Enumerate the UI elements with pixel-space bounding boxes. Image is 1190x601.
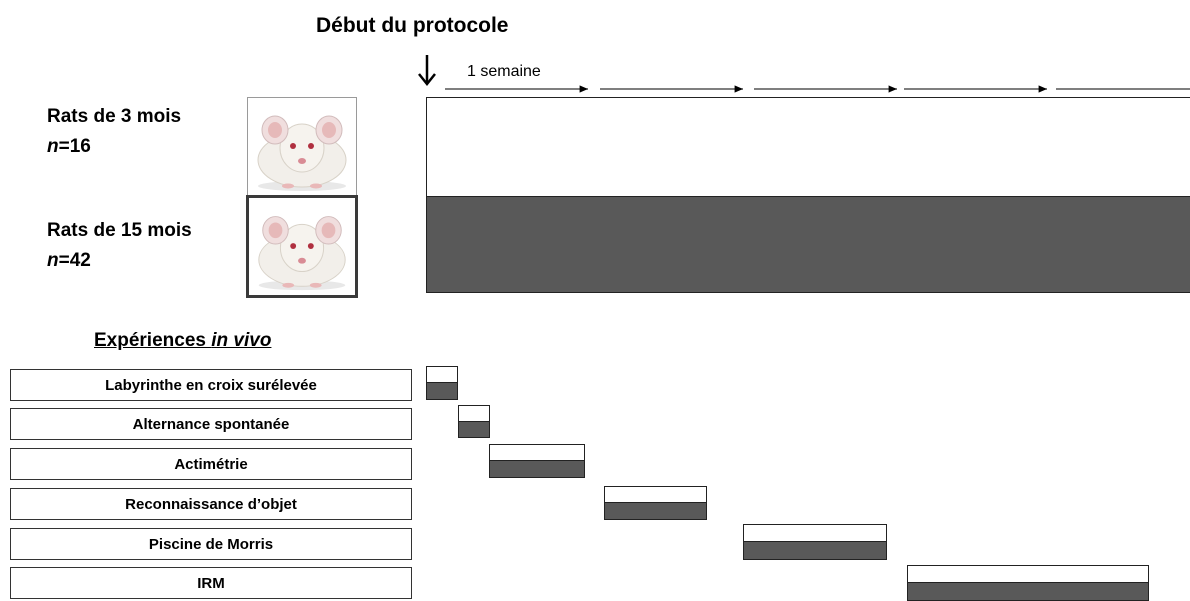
experiment-label: Reconnaissance d’objet bbox=[10, 488, 412, 520]
experiment-bar-labyrinthe bbox=[426, 366, 458, 400]
experiment-label: Alternance spontanée bbox=[10, 408, 412, 440]
protocol-start-title: Début du protocole bbox=[316, 14, 509, 37]
timeline-band-young bbox=[426, 97, 1190, 196]
experiment-label: Actimétrie bbox=[10, 448, 412, 480]
experiment-label: Labyrinthe en croix surélevée bbox=[10, 369, 412, 401]
timeline-arrows bbox=[418, 55, 1190, 93]
rat-icon bbox=[257, 115, 347, 191]
group-young-label: Rats de 3 mois n=16 bbox=[47, 102, 181, 162]
experiment-label: IRM bbox=[10, 567, 412, 599]
group-old-label: Rats de 15 mois n=42 bbox=[47, 216, 192, 276]
week-label: 1 semaine bbox=[467, 63, 541, 80]
group-old-title: Rats de 15 mois bbox=[47, 220, 192, 241]
section-heading: Expériences in vivo bbox=[94, 330, 272, 351]
experiment-bar-reconnaissance bbox=[604, 486, 707, 520]
group-young-title: Rats de 3 mois bbox=[47, 106, 182, 127]
experiment-bar-piscine bbox=[743, 524, 887, 560]
experiment-bar-actimetrie bbox=[489, 444, 585, 478]
group-old-n: n=42 bbox=[47, 250, 91, 271]
experiment-label: Piscine de Morris bbox=[10, 528, 412, 560]
rat-icon bbox=[258, 216, 346, 291]
experiment-bar-alternance bbox=[458, 405, 490, 438]
start-down-arrow-icon bbox=[418, 55, 436, 87]
timeline-band-old bbox=[426, 196, 1190, 293]
group-young-n: n=16 bbox=[47, 136, 91, 157]
rat-image-old bbox=[246, 195, 358, 298]
rat-image-young bbox=[247, 97, 357, 196]
